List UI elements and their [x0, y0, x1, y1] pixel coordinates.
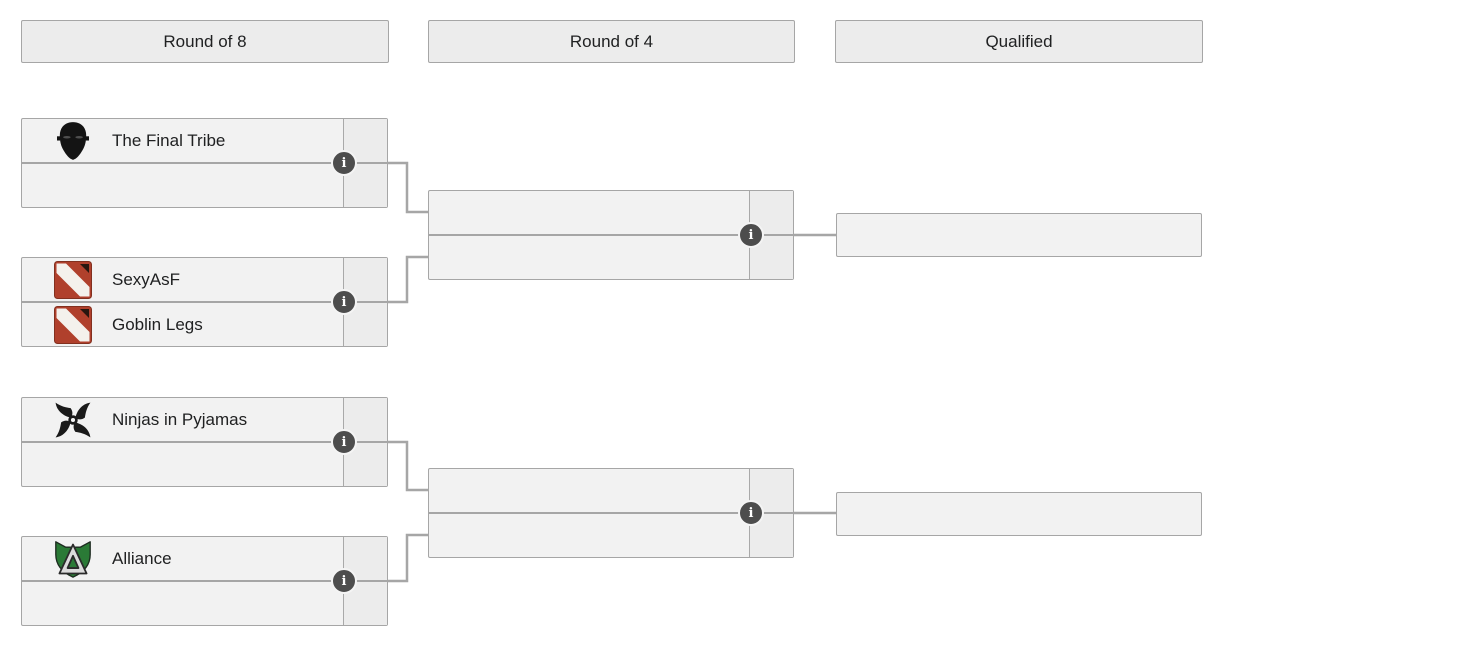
- team-name[interactable]: Goblin Legs: [112, 314, 203, 334]
- bracket-connector: [388, 255, 428, 304]
- r8-match-1: The Final Tribe i: [21, 118, 388, 208]
- bracket-connector: [388, 440, 428, 492]
- column-header-qualified: Qualified: [835, 20, 1203, 63]
- column-header-label: Round of 8: [163, 31, 247, 51]
- score-cell: [343, 164, 387, 207]
- r4-match-2: i: [428, 468, 794, 558]
- match-info-icon[interactable]: i: [738, 222, 764, 248]
- team-row: SexyAsF: [22, 258, 387, 303]
- ninjas-in-pyjamas-logo-icon[interactable]: [50, 400, 96, 440]
- r8-match-2: SexyAsF Goblin Legs i: [21, 257, 388, 347]
- dota2-logo-icon[interactable]: [50, 305, 96, 345]
- team-row-empty: [22, 443, 387, 486]
- qualified-slot-2: [836, 492, 1202, 536]
- match-info-icon[interactable]: i: [331, 429, 357, 455]
- match-info-icon[interactable]: i: [331, 568, 357, 594]
- bracket-connector: [388, 161, 428, 214]
- team-row-empty: [22, 582, 387, 625]
- column-header-label: Qualified: [985, 31, 1053, 51]
- r8-match-4: Alliance i: [21, 536, 388, 626]
- team-name[interactable]: The Final Tribe: [112, 130, 226, 150]
- match-info-icon[interactable]: i: [331, 289, 357, 315]
- match-info-icon[interactable]: i: [738, 500, 764, 526]
- r8-match-3: Ninjas in Pyjamas i: [21, 397, 388, 487]
- alliance-logo-icon[interactable]: [50, 539, 96, 579]
- team-row-empty: [429, 514, 793, 557]
- qualified-slot-1: [836, 213, 1202, 257]
- the-final-tribe-logo-icon[interactable]: [50, 121, 96, 161]
- column-header-round-of-8: Round of 8: [21, 20, 389, 63]
- column-header-round-of-4: Round of 4: [428, 20, 795, 63]
- team-row: Goblin Legs: [22, 303, 387, 346]
- team-row: The Final Tribe: [22, 119, 387, 164]
- team-row: Ninjas in Pyjamas: [22, 398, 387, 443]
- team-row-empty: [22, 164, 387, 207]
- team-name[interactable]: Alliance: [112, 548, 172, 568]
- dota2-logo-icon[interactable]: [50, 260, 96, 300]
- column-header-label: Round of 4: [569, 31, 654, 51]
- team-row-empty: [429, 236, 793, 279]
- team-name[interactable]: Ninjas in Pyjamas: [112, 409, 248, 429]
- team-name[interactable]: SexyAsF: [112, 269, 181, 289]
- bracket-connector: [388, 533, 428, 583]
- match-info-icon[interactable]: i: [331, 150, 357, 176]
- score-cell: [749, 514, 793, 557]
- r4-match-1: i: [428, 190, 794, 280]
